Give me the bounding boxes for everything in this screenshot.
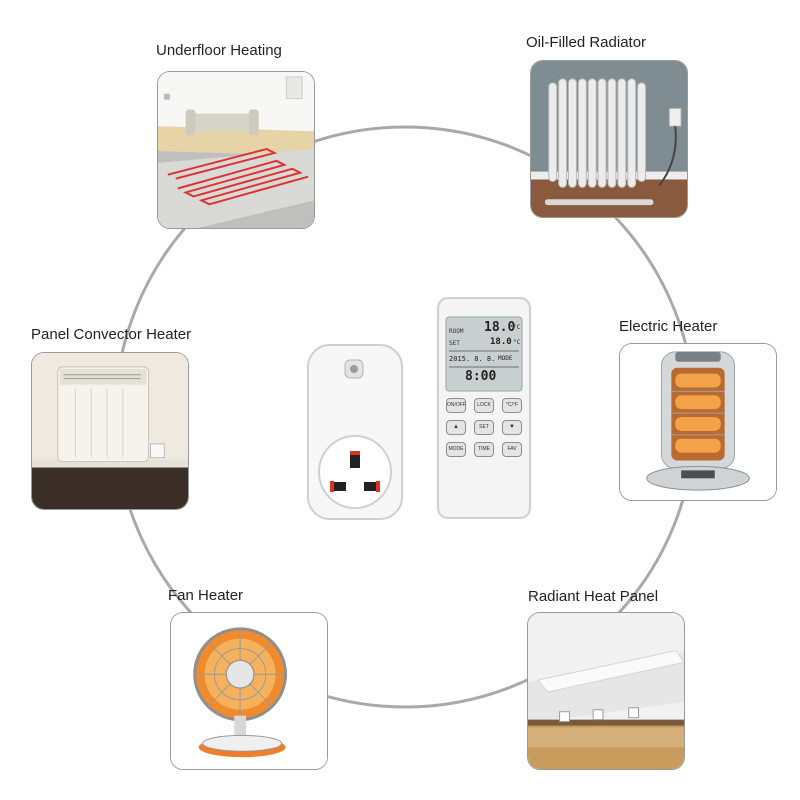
remote-set-unit: °C <box>513 339 521 346</box>
onoff-button[interactable]: ON/OFF <box>446 398 466 413</box>
remote-mode-label: MODE <box>498 355 513 362</box>
up-button[interactable]: ▲ <box>446 420 466 435</box>
electric-heater-image <box>620 344 776 500</box>
card-electric-heater <box>619 343 777 501</box>
card-fan-heater <box>170 612 328 770</box>
radiant-heat-panel-image <box>528 613 684 769</box>
remote-button-grid: ON/OFF LOCK °C/°F ▲ SET ▼ MODE TIME FAV <box>446 398 522 457</box>
label-panel-convector-heater: Panel Convector Heater <box>31 326 192 343</box>
remote-date: 2015. 8. 8. <box>449 355 496 363</box>
remote-set-temp: 18.0 <box>490 337 512 347</box>
unit-toggle-button[interactable]: °C/°F <box>502 398 522 413</box>
panel-convector-heater-image <box>32 353 188 509</box>
time-button[interactable]: TIME <box>474 442 494 457</box>
label-radiant-heat-panel: Radiant Heat Panel <box>528 588 659 605</box>
remote-control: ROOM 18.0 °C SET 18.0 °C 2015. 8. 8. MOD… <box>437 297 531 519</box>
mode-button[interactable]: MODE <box>446 442 466 457</box>
card-panel-convector-heater <box>31 352 189 510</box>
remote-room-unit: °C <box>513 324 521 331</box>
card-oil-filled-radiator <box>530 60 688 218</box>
underfloor-heating-image <box>158 72 314 228</box>
label-fan-heater: Fan Heater <box>168 587 244 604</box>
socket-icon <box>318 435 392 509</box>
card-underfloor-heating <box>157 71 315 229</box>
label-underfloor-heating: Underfloor Heating <box>156 42 282 59</box>
remote-room-temp: 18.0 <box>484 320 516 335</box>
remote-set-label: SET <box>449 340 460 347</box>
lock-button[interactable]: LOCK <box>474 398 494 413</box>
set-button[interactable]: SET <box>474 420 494 435</box>
remote-time: 8:00 <box>465 369 497 384</box>
remote-room-label: ROOM <box>449 328 464 335</box>
label-electric-heater: Electric Heater <box>619 318 718 335</box>
smart-plug <box>307 344 403 520</box>
label-oil-filled-radiator: Oil-Filled Radiator <box>526 34 647 51</box>
fan-heater-image <box>171 613 327 769</box>
card-radiant-heat-panel <box>527 612 685 770</box>
fav-button[interactable]: FAV <box>502 442 522 457</box>
oil-filled-radiator-image <box>531 61 687 217</box>
down-button[interactable]: ▼ <box>502 420 522 435</box>
